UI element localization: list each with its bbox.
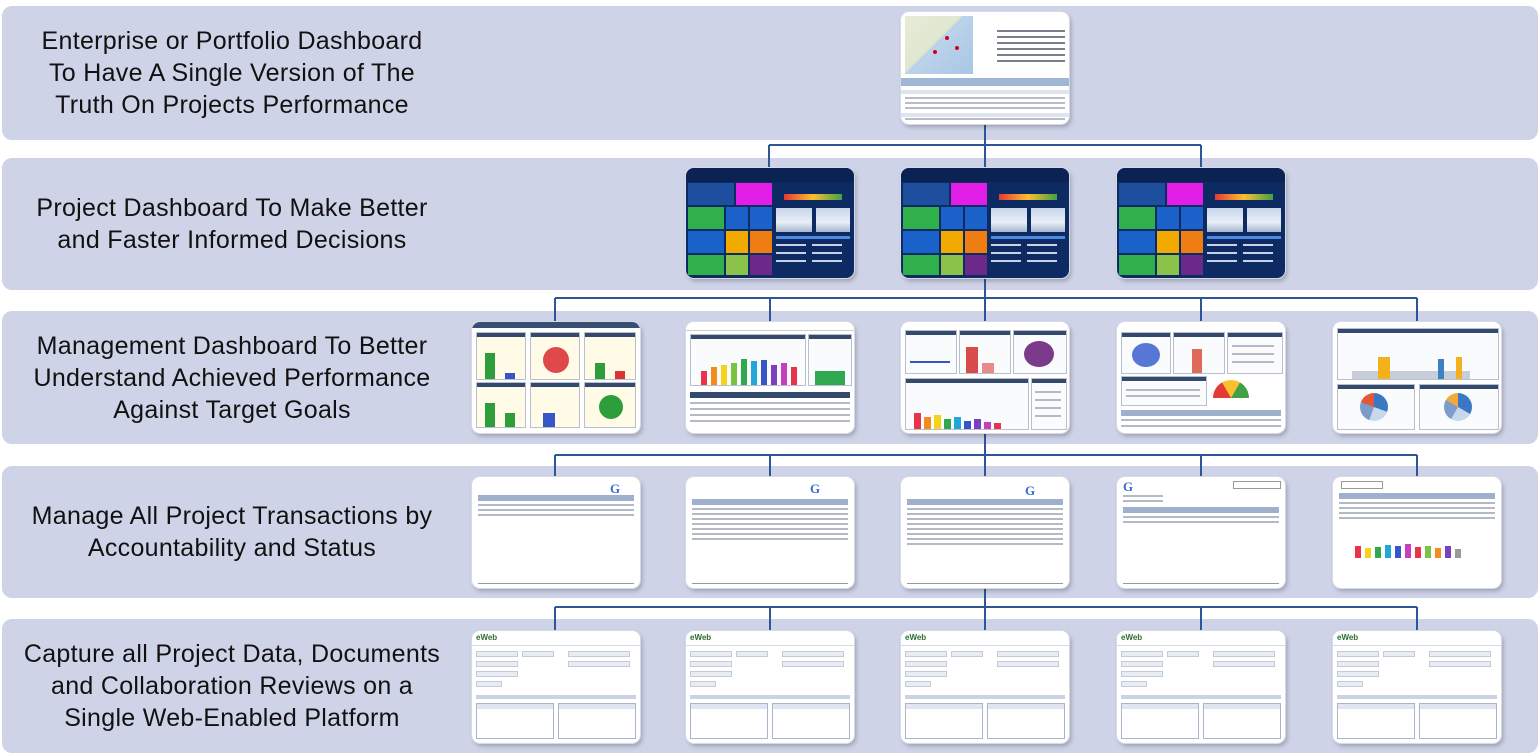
transaction-report-screenshot: G <box>1117 477 1285 588</box>
transaction-report-screenshot: G <box>686 477 854 588</box>
transaction-report-screenshot <box>1333 477 1501 588</box>
transaction-report-screenshot: G <box>472 477 640 588</box>
enterprise-dashboard-screenshot <box>901 12 1069 124</box>
project-dashboard-screenshot <box>686 168 854 278</box>
management-report-screenshot <box>472 322 640 433</box>
management-report-screenshot <box>686 322 854 433</box>
web-form-screenshot: eWeb <box>1333 631 1501 743</box>
project-dashboard-screenshot <box>1117 168 1285 278</box>
project-dashboard-screenshot <box>901 168 1069 278</box>
transaction-report-screenshot: G <box>901 477 1069 588</box>
level-label-project: Project Dashboard To Make Better and Fas… <box>36 194 428 254</box>
map-image <box>905 16 973 74</box>
level-label-transactions: Manage All Project Transactions by Accou… <box>31 502 433 562</box>
management-report-screenshot <box>1117 322 1285 433</box>
level-label-enterprise: Enterprise or Portfolio Dashboard To Hav… <box>41 27 423 119</box>
web-form-screenshot: eWeb <box>686 631 854 743</box>
level-label-capture: Capture all Project Data, Documents and … <box>23 640 441 732</box>
web-form-screenshot: eWeb <box>472 631 640 743</box>
management-report-screenshot <box>1333 322 1501 433</box>
web-form-screenshot: eWeb <box>901 631 1069 743</box>
level-band-enterprise <box>2 6 1538 140</box>
management-report-screenshot <box>901 322 1069 433</box>
level-label-management: Management Dashboard To Better Understan… <box>33 331 431 424</box>
web-form-screenshot: eWeb <box>1117 631 1285 743</box>
